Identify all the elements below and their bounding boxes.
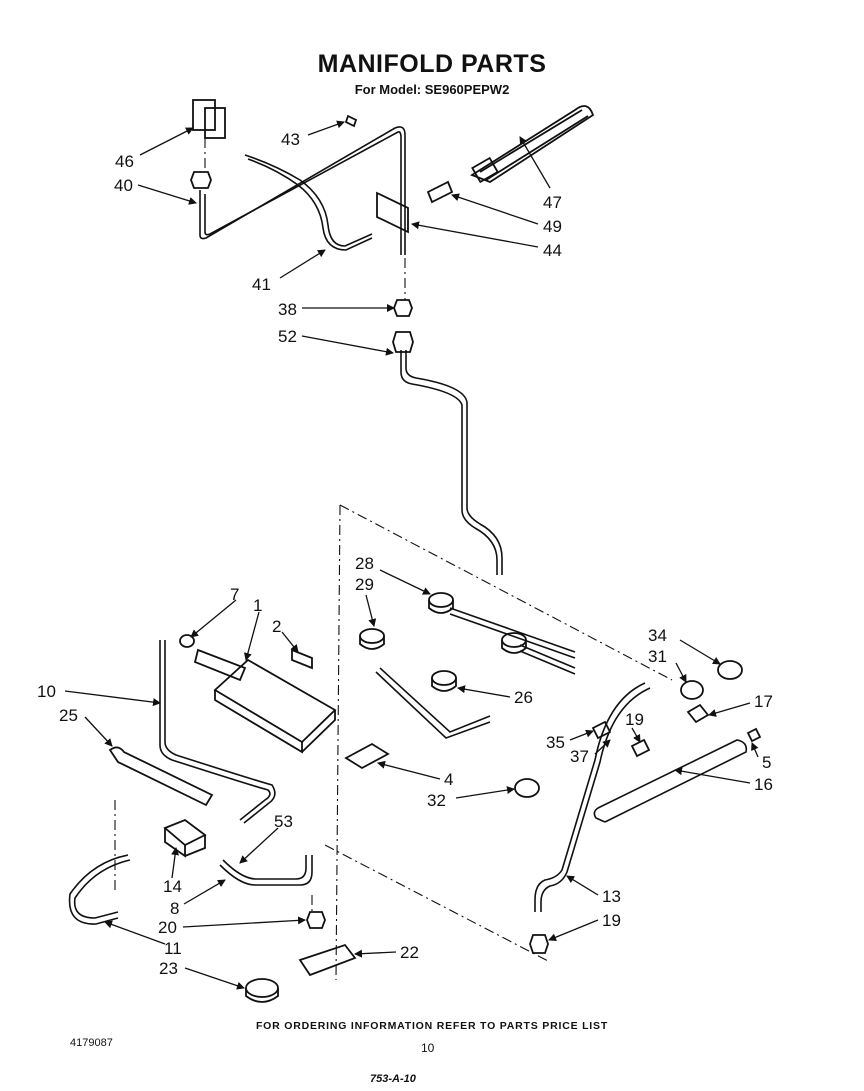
- page-number: 10: [421, 1041, 435, 1055]
- nut-20: [306, 911, 326, 929]
- fitting-5: [746, 727, 762, 743]
- valve-35: [591, 720, 612, 740]
- callout-29: 29: [355, 575, 374, 594]
- callout-23: 23: [159, 959, 178, 978]
- callout-5: 5: [762, 753, 771, 772]
- nut-52: [392, 331, 414, 353]
- knob-32: [514, 778, 540, 798]
- bracket-2: [291, 648, 313, 670]
- callout-52: 52: [278, 327, 297, 346]
- callout-1: 1: [253, 596, 262, 615]
- burner-28: [428, 592, 454, 608]
- callout-13: 13: [602, 887, 621, 906]
- components: [108, 99, 762, 1003]
- callout-49: 49: [543, 217, 562, 236]
- ordering-note: FOR ORDERING INFORMATION REFER TO PARTS …: [255, 1020, 609, 1032]
- callout-10: 10: [37, 682, 56, 701]
- valve-19a: [630, 738, 651, 758]
- handwritten-stamp: 753-A-10: [370, 1073, 416, 1085]
- callout-31: 31: [648, 647, 667, 666]
- callout-7: 7: [230, 585, 239, 604]
- callout-17: 17: [754, 692, 773, 711]
- callout-4: 4: [444, 770, 453, 789]
- callout-labels: 46 40 43 47 49 44 41 38 52 28 29 7 1 2 3…: [37, 130, 773, 978]
- callout-40: 40: [114, 176, 133, 195]
- callout-28: 28: [355, 554, 374, 573]
- orifice-49: [426, 180, 454, 204]
- leader-lines: [64, 120, 759, 990]
- callout-41: 41: [252, 275, 271, 294]
- callout-47: 47: [543, 193, 562, 212]
- burner-26: [431, 670, 457, 686]
- callout-16: 16: [754, 775, 773, 794]
- nut-19b: [529, 934, 549, 954]
- nut-38: [393, 299, 413, 317]
- nut-40: [190, 171, 212, 189]
- thermostat-14: [163, 818, 207, 847]
- callout-14: 14: [163, 877, 182, 896]
- page-title: MANIFOLD PARTS: [317, 50, 547, 78]
- callout-46: 46: [115, 152, 134, 171]
- bracket-44: [376, 191, 409, 234]
- bake-burner-25: [108, 746, 214, 807]
- callout-22: 22: [400, 943, 419, 962]
- callout-8: 8: [170, 899, 179, 918]
- callout-2: 2: [272, 617, 281, 636]
- gas-tubing: [68, 126, 748, 925]
- regulator-23: [245, 978, 279, 998]
- callout-32: 32: [427, 791, 446, 810]
- oven-burner-1: [213, 658, 337, 744]
- callout-38: 38: [278, 300, 297, 319]
- screw-43: [344, 114, 358, 128]
- callout-37: 37: [570, 747, 589, 766]
- knob-34: [717, 660, 743, 680]
- burner-47: [470, 105, 595, 184]
- bracket-4: [344, 742, 390, 770]
- fitting-7: [179, 634, 195, 648]
- callout-11: 11: [164, 939, 182, 958]
- part-code: 4179087: [70, 1037, 113, 1049]
- manifold-22: [298, 943, 357, 977]
- callout-34: 34: [648, 626, 667, 645]
- callout-43: 43: [281, 130, 300, 149]
- callout-19-lower: 19: [602, 911, 621, 930]
- valve-17: [686, 703, 710, 724]
- assembly-lines: [114, 138, 673, 981]
- model-subtitle: For Model: SE960PEPW2: [354, 82, 510, 97]
- callout-19-upper: 19: [625, 710, 644, 729]
- callout-35: 35: [546, 733, 565, 752]
- burner-29: [359, 628, 385, 644]
- knob-31: [680, 680, 704, 700]
- valve-46: [192, 99, 216, 131]
- callout-26: 26: [514, 688, 533, 707]
- callout-25: 25: [59, 706, 78, 725]
- callout-44: 44: [543, 241, 562, 260]
- callout-53: 53: [274, 812, 293, 831]
- callout-20: 20: [158, 918, 177, 937]
